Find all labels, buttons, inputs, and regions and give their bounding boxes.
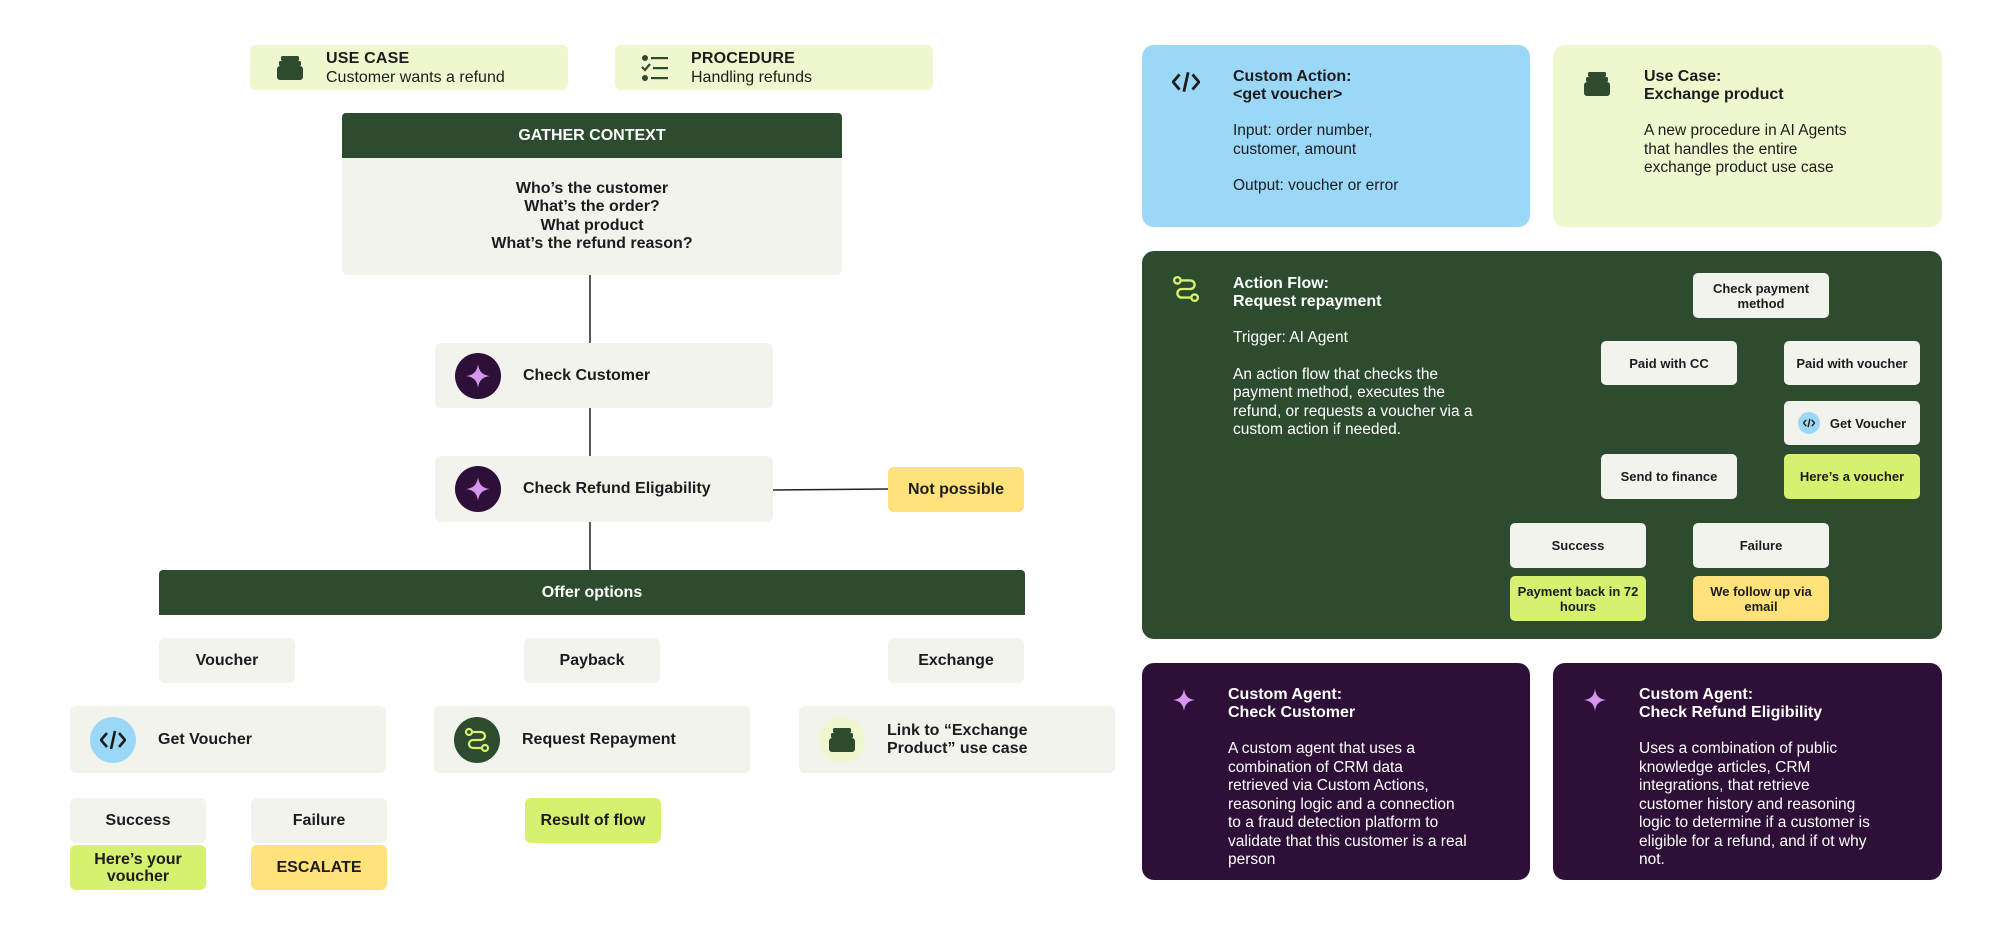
- procedure-label: PROCEDURE: [691, 49, 796, 67]
- option-payback[interactable]: Payback: [524, 638, 660, 683]
- custom-action-output: Output: voucher or error: [1233, 177, 1399, 194]
- code-icon: [1172, 72, 1200, 92]
- flow-failure: Failure: [1693, 523, 1829, 568]
- code-icon: [1797, 412, 1820, 434]
- check-customer-label: Check Customer: [523, 366, 651, 384]
- agent-customer-title: Custom Agent:Check Customer: [1228, 686, 1356, 721]
- gather-context-body: Who’s the customer What’s the order? Wha…: [342, 158, 842, 275]
- code-icon: [90, 716, 136, 763]
- sparkle-icon: [455, 352, 501, 399]
- gather-line: What product: [540, 216, 644, 234]
- custom-action-input: Input: order number,customer, amount: [1233, 122, 1373, 158]
- escalate-node: ESCALATE: [251, 845, 387, 890]
- procedure-value: Handling refunds: [691, 68, 812, 86]
- flow-send-finance: Send to finance: [1601, 454, 1737, 499]
- offer-options-header: Offer options: [159, 570, 1025, 615]
- flow-success: Success: [1510, 523, 1646, 568]
- gather-context-header: GATHER CONTEXT: [342, 113, 842, 158]
- failure-node: Failure: [251, 798, 387, 843]
- action-flow-title: Action Flow:Request repayment: [1233, 275, 1382, 310]
- action-flow-trigger: Trigger: AI Agent: [1233, 329, 1348, 346]
- use-case-value: Customer wants a refund: [326, 68, 505, 86]
- sparkle-icon: [1584, 689, 1606, 711]
- agent-refund-title: Custom Agent:Check Refund Eligibility: [1639, 686, 1823, 721]
- check-refund-node[interactable]: Check Refund Eligability: [435, 456, 773, 522]
- sparkle-icon: [1173, 689, 1195, 711]
- flow-paid-cc: Paid with CC: [1601, 341, 1737, 385]
- request-repayment-label: Request Repayment: [522, 730, 676, 748]
- agent-customer-card: Custom Agent:Check Customer A custom age…: [1142, 663, 1530, 880]
- gather-line: Who’s the customer: [515, 179, 669, 197]
- not-possible-node: Not possible: [888, 467, 1024, 512]
- sparkle-icon: [455, 466, 501, 512]
- gather-line: What’s the order?: [524, 198, 660, 215]
- option-voucher[interactable]: Voucher: [159, 638, 295, 683]
- flow-icon: [1172, 275, 1200, 303]
- flow-get-voucher: Get Voucher: [1784, 401, 1920, 445]
- stack-icon: [277, 55, 303, 80]
- gather-line: What’s the refund reason?: [491, 235, 693, 252]
- flow-icon: [454, 716, 500, 763]
- custom-action-title: Custom Action:<get voucher>: [1233, 68, 1352, 103]
- get-voucher-node[interactable]: Get Voucher: [70, 706, 386, 773]
- request-repayment-node[interactable]: Request Repayment: [434, 706, 750, 773]
- use-case-card-title: Use Case:Exchange product: [1644, 68, 1784, 103]
- check-customer-node[interactable]: Check Customer: [435, 343, 773, 408]
- stack-icon: [819, 716, 865, 763]
- stack-icon: [1584, 72, 1610, 96]
- result-of-flow-node: Result of flow: [525, 798, 661, 843]
- flow-heres-voucher: Here’s a voucher: [1784, 454, 1920, 499]
- custom-action-card: Custom Action:<get voucher> Input: order…: [1142, 45, 1530, 227]
- action-flow-card: Action Flow:Request repayment Trigger: A…: [1142, 251, 1942, 639]
- checklist-icon: [641, 54, 668, 81]
- success-node: Success: [70, 798, 206, 843]
- use-case-label: USE CASE: [326, 49, 410, 67]
- get-voucher-label: Get Voucher: [158, 730, 252, 748]
- check-refund-label: Check Refund Eligability: [523, 480, 711, 497]
- flow-paid-voucher: Paid with voucher: [1784, 341, 1920, 385]
- option-exchange[interactable]: Exchange: [888, 638, 1024, 683]
- agent-refund-card: Custom Agent:Check Refund Eligibility Us…: [1553, 663, 1942, 880]
- use-case-card: Use Case:Exchange product A new procedur…: [1553, 45, 1942, 227]
